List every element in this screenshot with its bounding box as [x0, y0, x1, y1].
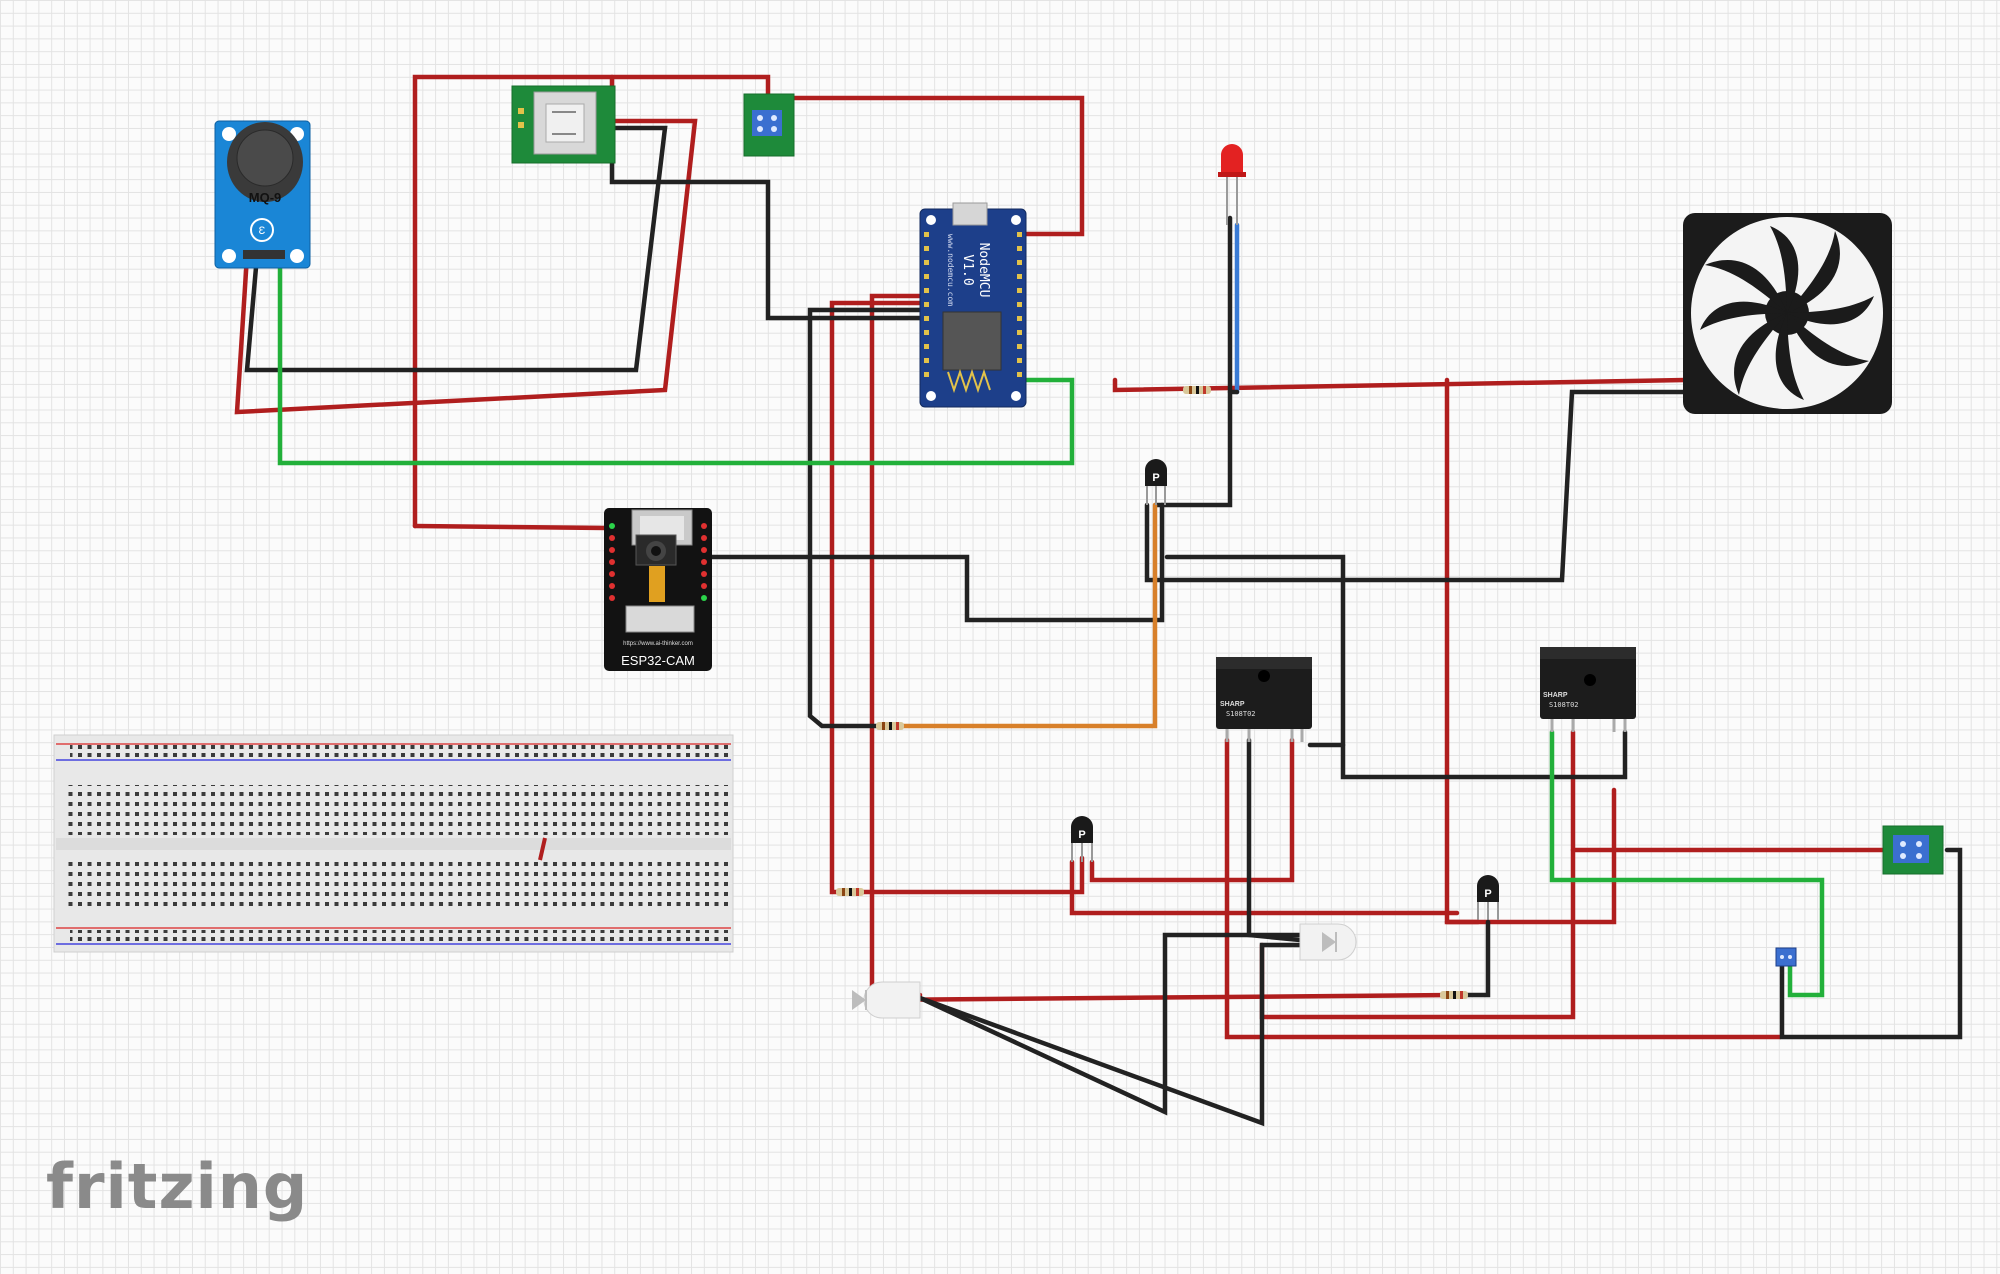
breadboard[interactable] — [53, 734, 734, 953]
wire-black[interactable] — [917, 932, 1303, 1116]
gas-sensor-label: MQ-9 — [249, 190, 282, 205]
relay-brand: SHARP — [1543, 692, 1568, 699]
transistor-label: P — [1484, 888, 1491, 900]
wire-red[interactable] — [1069, 859, 1460, 916]
resistor[interactable] — [876, 722, 904, 730]
wire-red[interactable] — [869, 293, 1456, 1003]
wire-red[interactable] — [1224, 737, 1783, 1040]
solid-state-relay-1[interactable] — [1216, 657, 1312, 742]
relay-brand: SHARP — [1220, 701, 1245, 708]
wire-green[interactable] — [1549, 729, 1825, 998]
white-led-1[interactable] — [1299, 923, 1357, 961]
transistor-2[interactable] — [1071, 816, 1093, 862]
jumper-wire[interactable] — [538, 837, 547, 861]
wire-black[interactable] — [1164, 554, 1628, 780]
wire-black[interactable] — [704, 502, 1165, 623]
relay-code: S108T02 — [1226, 710, 1256, 718]
wire-red[interactable] — [1089, 737, 1295, 883]
resistor[interactable] — [836, 888, 864, 896]
svg-text:Ɛ: Ɛ — [259, 225, 266, 237]
terminal-block[interactable] — [743, 93, 795, 157]
transistor-label: P — [1152, 472, 1159, 484]
gas-sensor-module[interactable]: Ɛ — [214, 120, 311, 269]
wire-black[interactable] — [1144, 389, 1686, 583]
nodemcu-site: www.nodemcu.com — [946, 234, 955, 306]
fritzing-logo: fritzing — [46, 1150, 309, 1223]
esp32-cam-label: ESP32-CAM — [621, 653, 695, 668]
solid-state-relay-2[interactable] — [1540, 647, 1636, 732]
transistor-3[interactable] — [1477, 875, 1499, 920]
fan[interactable] — [1683, 213, 1892, 414]
relay-code: S108T02 — [1549, 701, 1579, 709]
terminal-block-icon — [752, 110, 782, 136]
transistor-1[interactable] — [1145, 459, 1167, 505]
terminal-block[interactable] — [1882, 825, 1944, 875]
wire-orange[interactable] — [897, 502, 1158, 729]
wire-red[interactable] — [1444, 377, 1617, 925]
wire-red[interactable] — [412, 523, 609, 531]
wire-black[interactable] — [244, 125, 925, 373]
small-connector[interactable] — [1775, 947, 1797, 967]
red-led[interactable] — [1218, 144, 1246, 225]
nodemcu-version: V1.0 — [960, 254, 975, 285]
led-icon — [1221, 144, 1243, 175]
wire-green[interactable] — [277, 253, 1075, 466]
wire-black[interactable] — [917, 942, 1303, 1127]
nodemcu-board[interactable] — [919, 202, 1027, 408]
wire-red[interactable] — [829, 300, 1085, 895]
wire-black[interactable] — [1457, 919, 1491, 998]
wire-red[interactable] — [1112, 377, 1688, 393]
nodemcu-label: NodeMCU — [976, 243, 991, 298]
wire-black[interactable] — [1154, 215, 1233, 508]
wire-black[interactable] — [1779, 847, 1963, 1040]
esp32-cam-board[interactable] — [604, 508, 712, 671]
terminal-block-icon — [1893, 835, 1929, 863]
white-led-2[interactable] — [852, 981, 921, 1019]
esp32-cam-url: https://www.ai-thinker.com — [623, 641, 693, 647]
resistor[interactable] — [1440, 991, 1468, 999]
resistor[interactable] — [1183, 386, 1211, 394]
usb-port[interactable] — [511, 85, 616, 164]
fan-icon — [1700, 226, 1874, 400]
wire-black[interactable] — [807, 307, 925, 729]
transistor-label: P — [1078, 829, 1085, 841]
